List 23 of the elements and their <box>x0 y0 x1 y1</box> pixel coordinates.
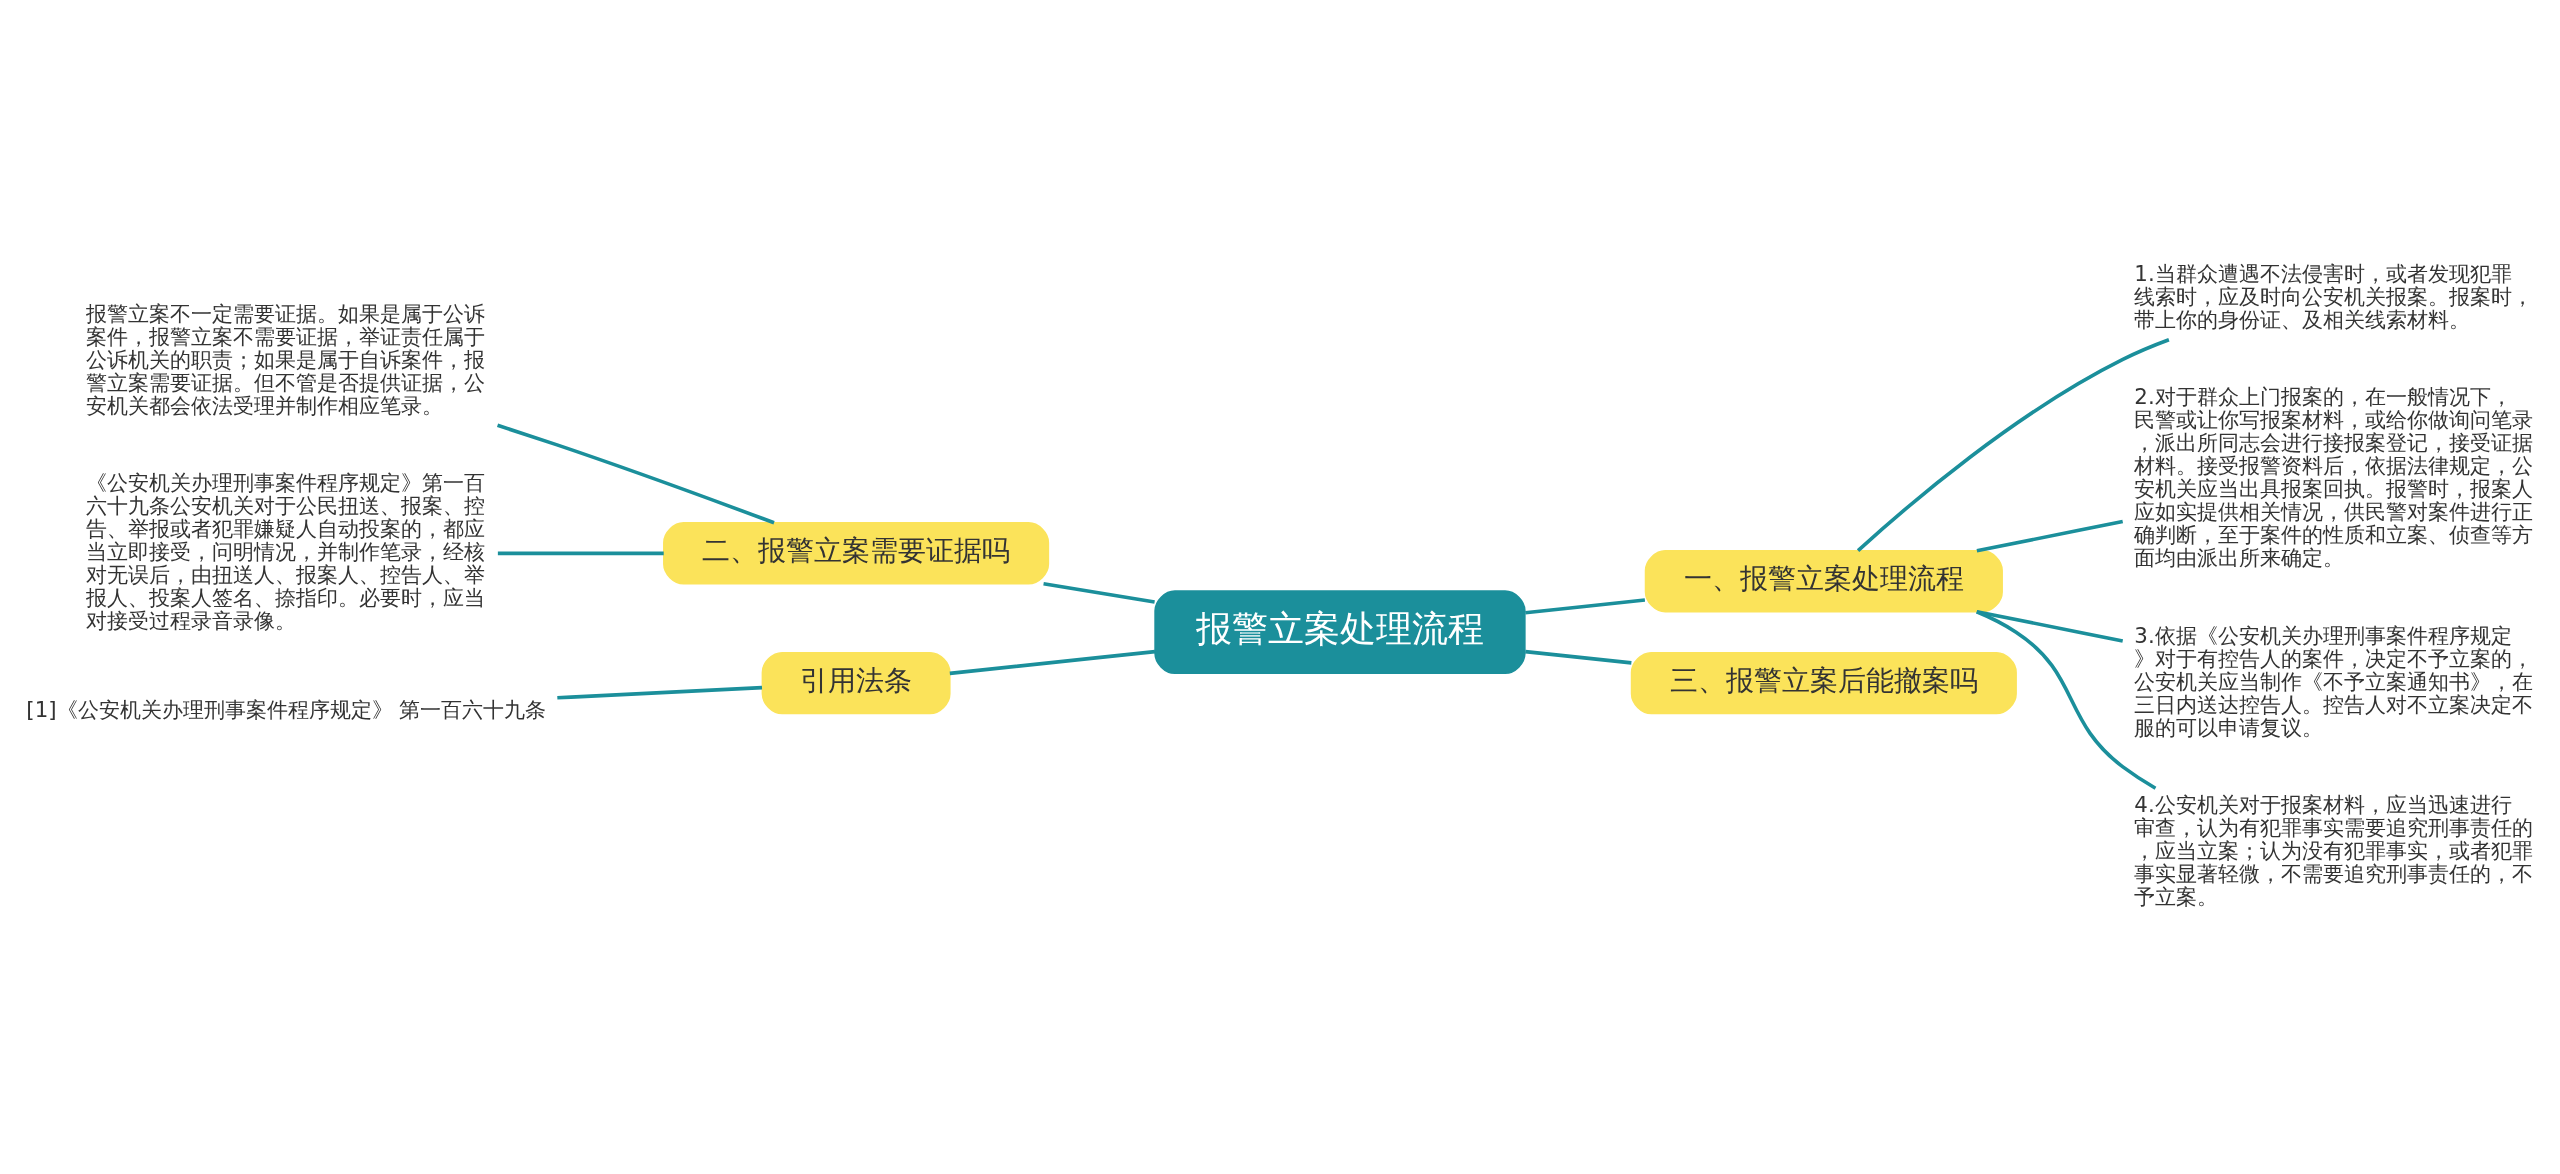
connector <box>497 551 664 556</box>
node-text: 1.当群众遭遇不法侵害时，或者发现犯罪线索时，应及时向公安机关报案。报案时，带上你的身份证、及相关线索材料。 <box>2134 261 2534 333</box>
connector <box>1525 598 1646 615</box>
node-text: 4.公安机关对于报案材料，应当迅速进行审查，认为有犯罪事实需要追究刑事责任的，应当立案；认为没有犯罪事实，或者犯罪事实显著轻微，不需要追究刑事责任的，不予立案。 <box>2134 791 2534 909</box>
connector <box>1856 338 2170 552</box>
node-text: 报警立案不一定需要证据。如果是属于公诉案件，报警立案不需要证据，举证责任属于公诉机关的职责；如果是属于自诉案件，报警立案需要证据。但不管是否提供证据，公安机关都会依法受理并制作相应笔录。 <box>86 300 486 418</box>
node-box: 一、报警立案处理流程 <box>1644 550 2003 613</box>
connector <box>1976 610 2157 790</box>
connector <box>1043 582 1155 604</box>
node-box: 三、报警立案后能撤案吗 <box>1630 651 2017 715</box>
connector <box>557 685 763 700</box>
connector <box>497 423 775 525</box>
node-box: 二、报警立案需要证据吗 <box>663 522 1050 585</box>
connector <box>949 649 1156 676</box>
node-text: 3.依据《公安机关办理刑事案件程序规定》对于有控告人的案件，决定不予立案的，公安机关应当制作《不予立案通知书》，在三日内送达控告人。控告人对不立案决定不服的可以申请复议。 <box>2134 622 2534 740</box>
node-text: 2.对于群众上门报案的，在一般情况下，民警或让你写报案材料，或给你做询问笔录，派出所同志会进行接报案登记，接受证据材料。接受报警资料后，依据法律规定，公安机关应当出具报案回执。报警时，报案人应如实提供相关情况，供民警对案件进行正确判断，至于案件的性质和立案、侦查等方面均由派出所来确定。 <box>2134 384 2534 571</box>
connector <box>1525 649 1632 665</box>
connector <box>1976 519 2124 553</box>
node-box: 引用法条 <box>761 651 951 715</box>
node-box: 报警立案处理流程 <box>1154 590 1526 675</box>
node-text: 《公安机关办理刑事案件程序规定》第一百六十九条公安机关对于公民扭送、报案、控告、举报或者犯罪嫌疑人自动投案的，都应当立即接受，问明情况，并制作笔录，经核对无误后，由扭送人、报案人、控告人、举报人、投案人签名、捺指印。必要时，应当对接受过程录音录像。 <box>86 469 486 633</box>
connector <box>1976 609 2124 643</box>
node-text: [1]《公安机关办理刑事案件程序规定》 第一百六十九条 <box>26 696 547 722</box>
